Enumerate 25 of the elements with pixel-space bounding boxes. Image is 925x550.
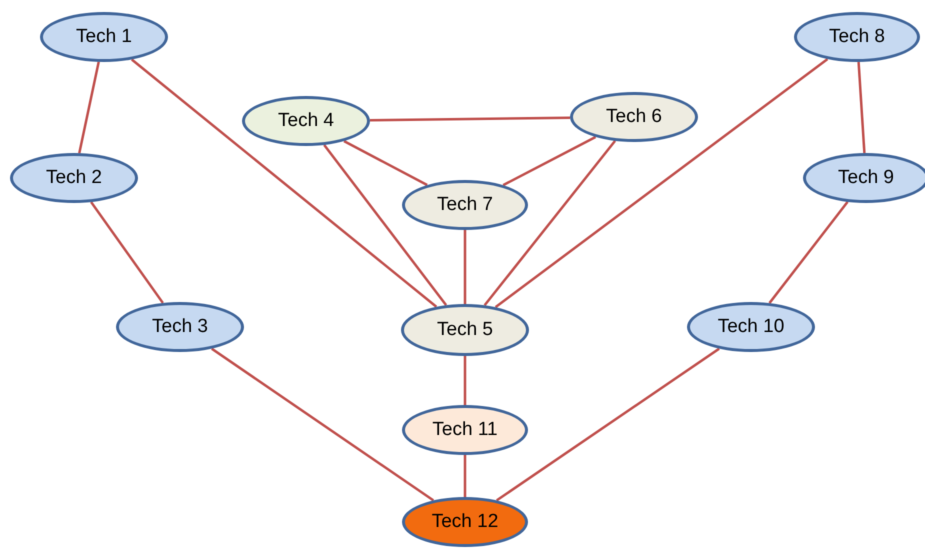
connector-line: [78, 62, 100, 154]
node-label: Tech 2: [46, 166, 102, 190]
node-label: Tech 8: [829, 24, 885, 49]
connector-line: [343, 140, 428, 186]
node-label: Tech 1: [76, 24, 132, 49]
connector-line: [464, 455, 466, 497]
node-label: Tech 11: [432, 418, 498, 442]
node-label: Tech 7: [437, 192, 493, 217]
node-label: Tech 5: [437, 318, 493, 342]
node-label: Tech 6: [606, 104, 662, 129]
node-label: Tech 3: [152, 314, 208, 339]
connector-line: [857, 62, 866, 154]
connector-line: [90, 201, 164, 304]
connector-line: [484, 140, 616, 306]
node-label: Tech 10: [718, 314, 784, 339]
node-label: Tech 4: [278, 108, 334, 133]
connector-line: [768, 201, 849, 304]
connector-line: [370, 116, 570, 122]
node-label: Tech 12: [432, 510, 498, 534]
node-label: Tech 9: [838, 166, 894, 190]
connector-line: [464, 356, 466, 405]
node-ellipse: [803, 153, 925, 203]
connector-line: [323, 144, 448, 306]
connector-line: [464, 230, 466, 304]
connector-line: [502, 136, 596, 186]
